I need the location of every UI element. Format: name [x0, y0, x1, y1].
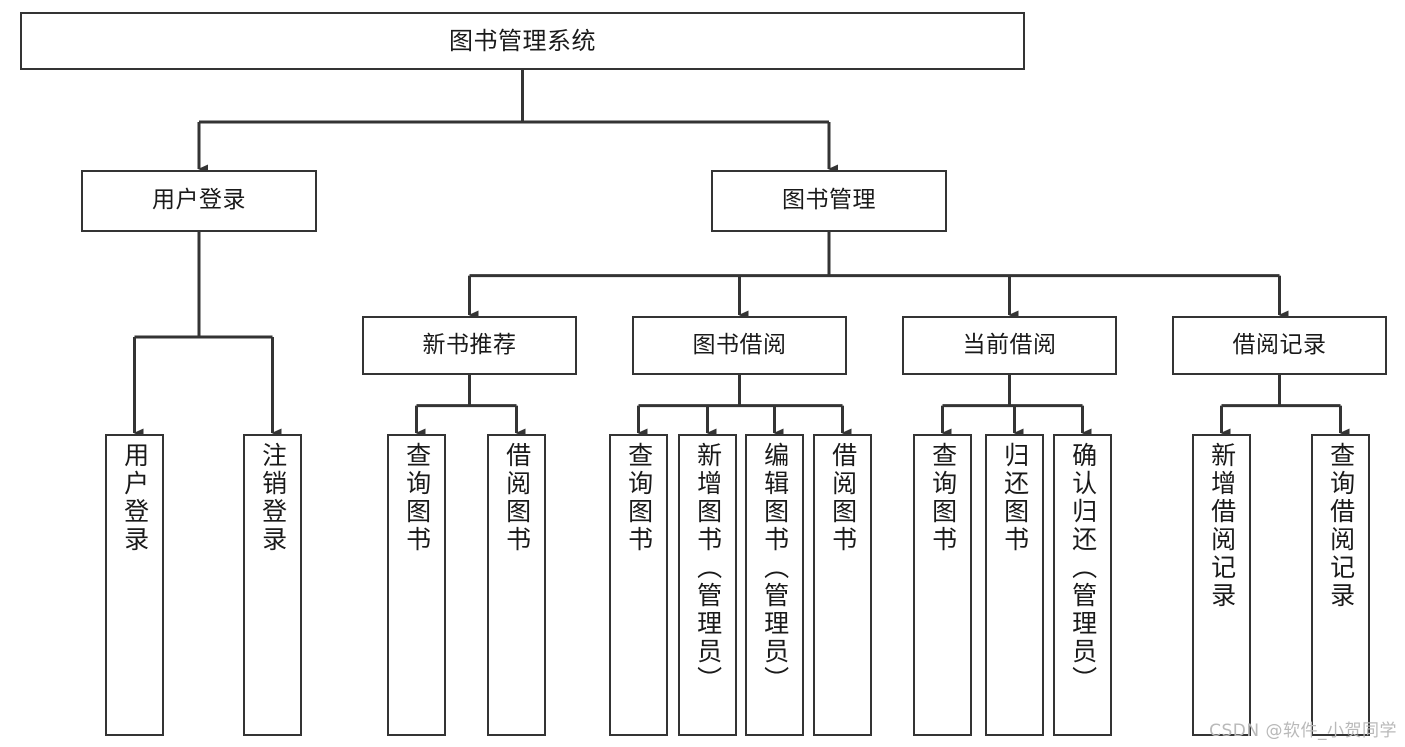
leaf-query-borrow-record[interactable]: 查询借阅记录 [1311, 434, 1370, 736]
node-new-book-recommend-label: 新书推荐 [422, 331, 517, 358]
leaf-borrow-book[interactable]: 借阅图书 [813, 434, 872, 736]
node-user-login-label: 用户登录 [152, 187, 246, 214]
leaf-add-borrow-record-label: 新增借阅记录 [1207, 442, 1237, 610]
leaf-query-book-current-label: 查询图书 [928, 442, 958, 554]
node-book-borrow[interactable]: 图书借阅 [632, 316, 847, 375]
leaf-add-book-admin[interactable]: 新增图书（管理员） [678, 434, 737, 736]
leaf-query-book-borrow-label: 查询图书 [624, 442, 654, 554]
node-current-borrow-label: 当前借阅 [962, 331, 1057, 358]
leaf-confirm-return-admin-label: 确认归还（管理员） [1068, 442, 1098, 694]
leaf-borrow-book-recommend[interactable]: 借阅图书 [487, 434, 546, 736]
leaf-edit-book-admin[interactable]: 编辑图书（管理员） [745, 434, 804, 736]
node-book-management[interactable]: 图书管理 [711, 170, 947, 232]
leaf-add-borrow-record[interactable]: 新增借阅记录 [1192, 434, 1251, 736]
node-current-borrow[interactable]: 当前借阅 [902, 316, 1117, 375]
leaf-logout-login-label: 注销登录 [258, 442, 288, 554]
leaf-edit-book-admin-label: 编辑图书（管理员） [760, 442, 790, 694]
leaf-borrow-book-recommend-label: 借阅图书 [502, 442, 532, 554]
leaf-query-book-recommend[interactable]: 查询图书 [387, 434, 446, 736]
leaf-query-book-recommend-label: 查询图书 [402, 442, 432, 554]
leaf-user-login-label: 用户登录 [120, 442, 150, 554]
leaf-logout-login[interactable]: 注销登录 [243, 434, 302, 736]
node-root-label: 图书管理系统 [449, 26, 596, 55]
leaf-return-book[interactable]: 归还图书 [985, 434, 1044, 736]
node-user-login[interactable]: 用户登录 [81, 170, 317, 232]
leaf-confirm-return-admin[interactable]: 确认归还（管理员） [1053, 434, 1112, 736]
leaf-add-book-admin-label: 新增图书（管理员） [693, 442, 723, 694]
node-borrow-record[interactable]: 借阅记录 [1172, 316, 1387, 375]
node-book-management-label: 图书管理 [782, 187, 876, 214]
leaf-borrow-book-label: 借阅图书 [828, 442, 858, 554]
leaf-query-book-current[interactable]: 查询图书 [913, 434, 972, 736]
leaf-query-borrow-record-label: 查询借阅记录 [1326, 442, 1356, 610]
node-root[interactable]: 图书管理系统 [20, 12, 1025, 70]
node-book-borrow-label: 图书借阅 [692, 331, 787, 358]
csdn-watermark: CSDN @软件_小贺同学 [1209, 721, 1397, 741]
node-new-book-recommend[interactable]: 新书推荐 [362, 316, 577, 375]
leaf-return-book-label: 归还图书 [1000, 442, 1030, 554]
node-borrow-record-label: 借阅记录 [1232, 331, 1327, 358]
leaf-user-login[interactable]: 用户登录 [105, 434, 164, 736]
leaf-query-book-borrow[interactable]: 查询图书 [609, 434, 668, 736]
